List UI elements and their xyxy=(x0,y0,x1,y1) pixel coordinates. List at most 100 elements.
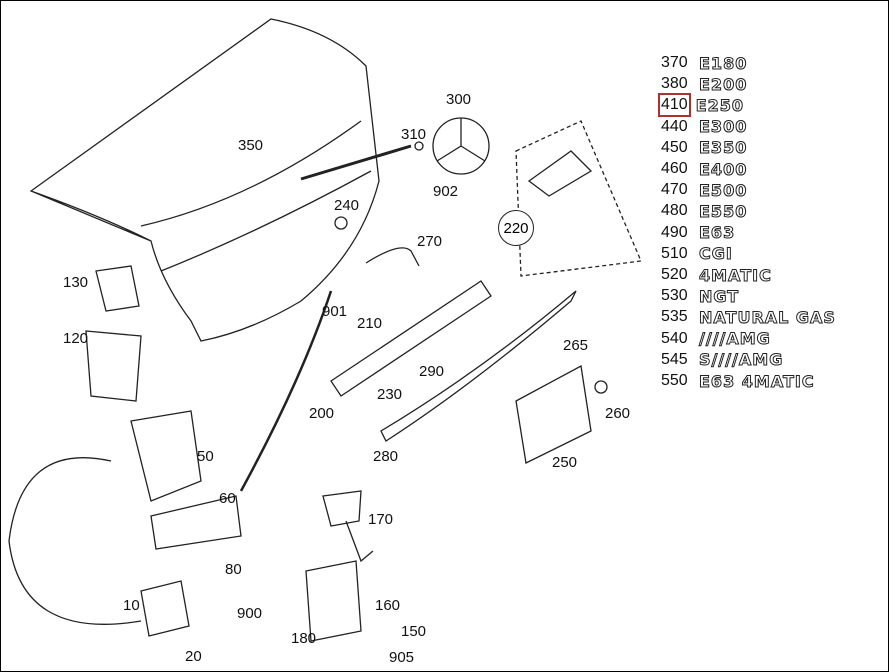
cable xyxy=(8,457,142,625)
lock-50 xyxy=(130,410,202,502)
badge-row[interactable]: 510 CGI xyxy=(661,244,733,264)
callout-200[interactable]: 200 xyxy=(309,405,335,422)
badge-lettering: E200 xyxy=(698,74,748,94)
part-number[interactable]: 460 xyxy=(661,160,688,177)
badge-lettering: NGT xyxy=(698,286,740,306)
callout-160[interactable]: 160 xyxy=(375,597,401,614)
badge-row[interactable]: 480 E550 xyxy=(661,201,747,221)
part-number[interactable]: 370 xyxy=(661,54,688,71)
badge-lettering: CGI xyxy=(699,244,733,264)
callout-905[interactable]: 905 xyxy=(389,649,415,666)
badge-plate xyxy=(515,120,642,277)
badge-row[interactable]: 470 E500 xyxy=(661,180,747,200)
callout-901[interactable]: 901 xyxy=(322,303,348,320)
part-number[interactable]: 545 xyxy=(661,350,688,368)
callout-230[interactable]: 230 xyxy=(377,386,403,403)
part-number[interactable]: 490 xyxy=(661,223,688,241)
callout-265[interactable]: 265 xyxy=(563,337,589,354)
callout-240[interactable]: 240 xyxy=(334,197,360,214)
plate-recess xyxy=(527,150,593,197)
part-number[interactable]: 440 xyxy=(661,117,688,135)
badge-row[interactable]: 440 E300 xyxy=(661,117,747,137)
callout-130[interactable]: 130 xyxy=(63,274,89,291)
callout-280[interactable]: 280 xyxy=(373,448,399,465)
trim-strip xyxy=(380,290,577,442)
part-number[interactable]: 450 xyxy=(661,138,688,156)
part-10 xyxy=(140,580,190,637)
callout-10[interactable]: 10 xyxy=(123,597,140,614)
callout-120[interactable]: 120 xyxy=(63,330,89,347)
callout-290[interactable]: 290 xyxy=(419,363,445,380)
badge-row[interactable]: 550 E63 4MATIC xyxy=(661,371,815,391)
arrow-to-lock xyxy=(239,290,333,492)
part-120 xyxy=(85,330,142,402)
badge-lettering: S////AMG xyxy=(698,350,784,370)
badge-row[interactable]: 545 S////AMG xyxy=(661,350,783,370)
part-number[interactable]: 550 xyxy=(661,372,688,389)
part-number[interactable]: 540 xyxy=(661,329,688,347)
wire-270 xyxy=(365,247,420,267)
part-number[interactable]: 480 xyxy=(661,202,688,220)
badge-lettering: E400 xyxy=(698,159,748,179)
arrow-to-lid xyxy=(300,144,412,181)
callout-210[interactable]: 210 xyxy=(357,315,383,332)
callout-50[interactable]: 50 xyxy=(197,448,214,465)
badge-row[interactable]: 540 ////AMG xyxy=(661,329,771,349)
callout-300[interactable]: 300 xyxy=(446,91,472,108)
badge-row[interactable]: 370 E180 xyxy=(661,53,747,73)
badge-lettering: E63 4MATIC xyxy=(699,371,815,391)
trunk-lid xyxy=(29,18,380,342)
callout-900[interactable]: 900 xyxy=(237,605,263,622)
handle-bar xyxy=(330,280,492,397)
callout-80[interactable]: 80 xyxy=(225,561,242,578)
badge-lettering: NATURAL GAS xyxy=(699,307,836,327)
callout-902[interactable]: 902 xyxy=(433,183,459,200)
screw-260 xyxy=(594,380,608,394)
badge-lettering: E63 xyxy=(698,223,736,243)
badge-row[interactable]: 535 NATURAL GAS xyxy=(661,307,836,327)
callout-220[interactable]: 220 xyxy=(498,210,534,246)
badge-lettering: E550 xyxy=(698,201,748,221)
callout-150[interactable]: 150 xyxy=(401,623,427,640)
badge-row[interactable]: 460 E400 xyxy=(661,159,747,179)
plate-250 xyxy=(515,364,592,464)
badge-lettering: E500 xyxy=(698,180,748,200)
part-number[interactable]: 535 xyxy=(661,308,688,326)
badge-row[interactable]: 380 E200 xyxy=(661,74,747,94)
callout-180[interactable]: 180 xyxy=(291,630,317,647)
part-number[interactable]: 530 xyxy=(661,287,688,305)
badge-row[interactable]: 520 4MATIC xyxy=(661,265,772,285)
badge-row[interactable]: 450 E350 xyxy=(661,138,747,158)
callout-250[interactable]: 250 xyxy=(552,454,578,471)
part-170 xyxy=(322,490,374,563)
callout-260[interactable]: 260 xyxy=(605,405,631,422)
part-number[interactable]: 510 xyxy=(661,244,688,262)
badge-lettering: E300 xyxy=(698,117,748,137)
selected-part-number[interactable]: 410 xyxy=(658,93,691,118)
part-number[interactable]: 520 xyxy=(661,266,688,283)
badge-lettering: 4MATIC xyxy=(699,265,772,285)
trunk-lid-edge xyxy=(140,120,372,272)
callout-60[interactable]: 60 xyxy=(219,490,236,507)
callout-310[interactable]: 310 xyxy=(401,126,427,143)
part-130 xyxy=(95,265,140,312)
badge-lettering: E180 xyxy=(698,53,748,73)
callout-270[interactable]: 270 xyxy=(417,233,443,250)
screw-240 xyxy=(334,216,348,230)
callout-350[interactable]: 350 xyxy=(238,137,264,154)
badge-lettering: E250 xyxy=(695,95,745,115)
callout-20[interactable]: 20 xyxy=(185,648,202,665)
screw-310 xyxy=(414,141,424,151)
badge-lettering: ////AMG xyxy=(699,329,771,349)
callout-170[interactable]: 170 xyxy=(368,511,394,528)
handle-60 xyxy=(150,495,242,550)
part-180 xyxy=(305,560,362,642)
part-number[interactable]: 380 xyxy=(661,75,688,93)
part-number[interactable]: 470 xyxy=(661,181,688,199)
badge-lettering: E350 xyxy=(698,138,748,158)
badge-row[interactable]: 530 NGT xyxy=(661,286,739,306)
badge-row[interactable]: 490 E63 xyxy=(661,223,735,243)
